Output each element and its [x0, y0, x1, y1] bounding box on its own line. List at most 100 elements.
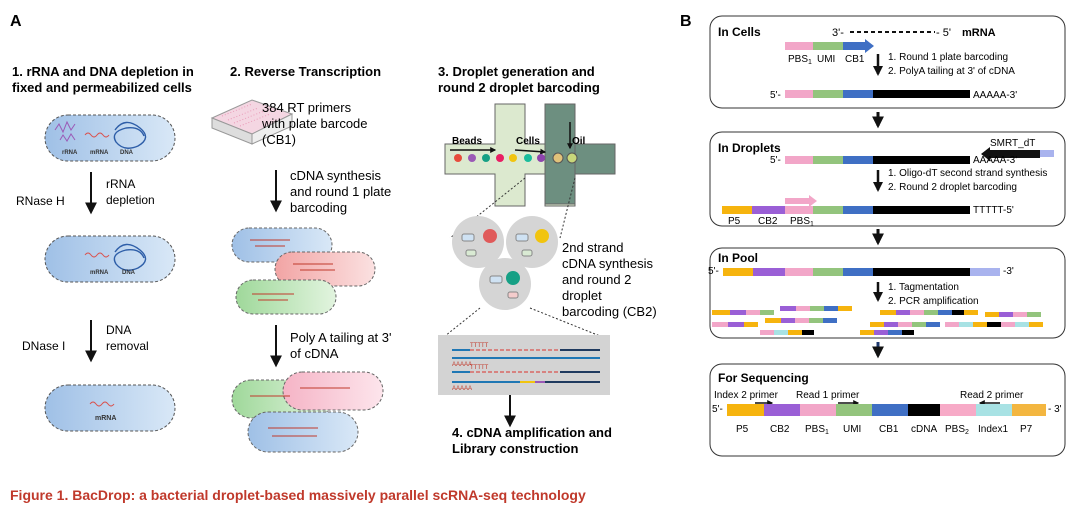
in-pool-seg-p5 [723, 268, 753, 276]
box-in-cells [709, 15, 1066, 109]
in-droplets-s2-cdna [873, 206, 970, 214]
cell1-rrna-label: rRNA [62, 150, 78, 156]
seq-seg-pbs1 [800, 404, 836, 416]
droplet-text-line2: cDNA synthesis [562, 256, 654, 271]
seq-seg-pbs2 [940, 404, 976, 416]
seq-seg-cb2 [764, 404, 800, 416]
tttt-label-2: TTTTT [470, 365, 489, 371]
in-pool-strand-end: -3' [1003, 266, 1014, 277]
figure-caption: Figure 1. BacDrop: a bacterial droplet-b… [10, 487, 586, 503]
cell3-mrna-label: mRNA [95, 415, 116, 422]
seq-label-p7: P7 [1020, 424, 1033, 435]
for-seq-index2: Index 2 primer [714, 390, 779, 401]
cdna-text-line3: barcoding [290, 200, 347, 215]
in-cells-strand-cb1 [843, 90, 873, 98]
in-droplets-strand-5: 5'- [770, 155, 781, 166]
aaaa-label-2: AAAAA [452, 386, 472, 392]
step2-title: 2. Reverse Transcription [230, 64, 381, 79]
seq-seg-cdna [908, 404, 940, 416]
polya-text-line1: Poly A tailing at 3' [290, 330, 392, 345]
in-pool-seg-smrt [970, 268, 1000, 276]
cdna-text-line1: cDNA synthesis [290, 168, 382, 183]
in-droplets-strand-pbs [785, 156, 813, 164]
in-droplets-pbs-arrow [785, 195, 817, 207]
seq-label-pbs2: PBS2 [945, 424, 969, 436]
seq-seg-p7 [1012, 404, 1046, 416]
for-seq-title: For Sequencing [718, 371, 809, 385]
in-droplets-strand-cdna [873, 156, 970, 164]
in-cells-umi-seg [813, 42, 843, 50]
in-pool-step2: 2. PCR amplification [888, 296, 979, 307]
in-droplets-s2-cb1 [843, 206, 873, 214]
in-pool-seg-cdna [873, 268, 970, 276]
polya-text-line2: of cDNA [290, 346, 339, 361]
seq-label-cdna: cDNA [911, 424, 937, 435]
in-droplets-title: In Droplets [718, 141, 781, 155]
in-cells-umi-label: UMI [817, 54, 835, 65]
in-pool-strand-5: 5'- [708, 266, 719, 277]
in-cells-strand-cdna [873, 90, 970, 98]
panel-b-label: B [680, 13, 692, 30]
in-cells-mrna-label: mRNA [962, 27, 996, 39]
in-cells-strand-umi [813, 90, 843, 98]
step4-title-line1: 4. cDNA amplification and [452, 425, 612, 440]
rt-plate [210, 99, 294, 145]
dna-removal-line2: removal [106, 339, 149, 353]
plate-text-line2: with plate barcode [261, 116, 368, 131]
cell-mrna-only: mRNA [44, 384, 176, 432]
step1-title-line2: fixed and permeabilized cells [12, 80, 192, 95]
step3-title-line1: 3. Droplet generation and [438, 64, 595, 79]
in-droplets-s2-cb2 [752, 206, 785, 214]
rrna-depletion-line2: depletion [106, 193, 155, 207]
in-cells-step2: 2. PolyA tailing at 3' of cDNA [888, 66, 1015, 77]
in-droplets-smrt-arrow [981, 147, 1040, 161]
in-droplets-s2-umi [813, 206, 843, 214]
in-cells-step1: 1. Round 1 plate barcoding [888, 52, 1008, 63]
chip-oil-label: Oil [572, 136, 586, 147]
in-droplets-strand2-end: TTTTT-5' [973, 205, 1014, 216]
chip-beads-label: Beads [452, 136, 482, 147]
droplet-text-line5: barcoding (CB2) [562, 304, 657, 319]
in-cells-strand-pbs [785, 90, 813, 98]
in-droplets-smrt-seg [1040, 150, 1054, 157]
cell-before-depletion: rRNA mRNA DNA [44, 114, 176, 162]
for-seq-read1: Read 1 primer [796, 390, 860, 401]
enzyme-rnase-h: RNase H [16, 194, 65, 208]
cdna-strands-box [438, 335, 610, 395]
step3-title-line2: round 2 droplet barcoding [438, 80, 600, 95]
in-pool-seg-cb2 [753, 268, 785, 276]
polya-cells-group [231, 371, 384, 453]
cell2-mrna-label: mRNA [90, 270, 109, 276]
cell-after-rnase: mRNA DNA [44, 235, 176, 283]
droplet-text-line3: and round 2 [562, 272, 631, 287]
seq-label-cb2: CB2 [770, 424, 790, 435]
for-seq-read2: Read 2 primer [960, 390, 1024, 401]
in-cells-mrna-3: 3'- [832, 27, 844, 39]
droplet-text-line1: 2nd strand [562, 240, 623, 255]
step4-title-line2: Library construction [452, 441, 578, 456]
in-droplets-s2-p5 [722, 206, 752, 214]
in-droplets-p5-label: P5 [728, 216, 741, 227]
in-cells-cb1-label: CB1 [845, 54, 865, 65]
in-cells-pbs1-seg [785, 42, 813, 50]
rrna-depletion-line1: rRNA [106, 177, 135, 191]
tttt-label-1: TTTTT [470, 343, 489, 349]
in-droplets-s2-pbs [785, 206, 813, 214]
in-cells-cb1-arrow [843, 39, 874, 53]
in-cells-strand-5: 5'- [770, 90, 781, 101]
cell1-mrna-label: mRNA [90, 150, 109, 156]
seq-label-cb1: CB1 [879, 424, 899, 435]
in-pool-seg-pbs [785, 268, 813, 276]
seq-label-pbs1: PBS1 [805, 424, 829, 436]
droplets [439, 177, 611, 341]
in-droplets-step1: 1. Oligo-dT second strand synthesis [888, 168, 1047, 179]
chip-cells-label: Cells [516, 136, 540, 147]
in-cells-mrna-5: - 5' [936, 27, 951, 39]
in-pool-step1: 1. Tagmentation [888, 282, 959, 293]
seq-label-index1: Index1 [978, 424, 1008, 435]
step1-title-line1: 1. rRNA and DNA depletion in [12, 64, 194, 79]
droplet-text-line4: droplet [562, 288, 602, 303]
for-seq-strand-end: - 3' [1048, 404, 1062, 415]
in-pool-seg-umi [813, 268, 843, 276]
in-droplets-strand-end: AAAAA-3' [973, 155, 1017, 166]
